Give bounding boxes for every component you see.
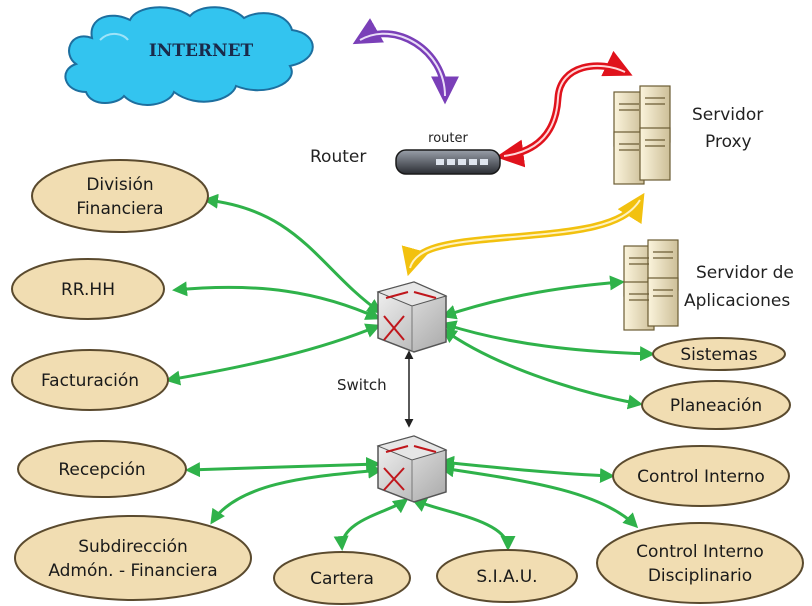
router-device-label: router [428, 131, 468, 146]
svg-text:Financiera: Financiera [76, 199, 163, 219]
svg-text:Recepción: Recepción [58, 460, 145, 480]
router-ports-icon [436, 159, 488, 165]
proxy-label-line2: Proxy [705, 132, 752, 152]
proxy-label-line1: Servidor [692, 105, 763, 125]
proxy-server-icon [613, 85, 671, 185]
svg-text:Cartera: Cartera [310, 569, 374, 589]
node-cartera: Cartera [273, 551, 411, 605]
upper-switch-icon [376, 281, 448, 353]
link-facturacion [165, 323, 381, 386]
lower-switch-icon [376, 435, 448, 503]
link-app-server [441, 275, 625, 320]
svg-text:Control Interno: Control Interno [636, 542, 764, 562]
node-control-disciplinario: Control Interno Disciplinario [596, 522, 804, 604]
link-division [203, 193, 383, 314]
node-subdireccion: Subdirección Admón. - Financiera [14, 515, 252, 601]
link-control-disciplinario [439, 462, 639, 529]
link-rrhh [172, 281, 381, 320]
app-server-label-line2: Aplicaciones [684, 291, 790, 311]
node-sistemas: Sistemas [652, 337, 786, 371]
node-recepcion: Recepción [17, 440, 187, 498]
svg-text:Planeación: Planeación [670, 396, 762, 416]
internet-cloud: INTERNET [64, 6, 314, 106]
proxy-switch-link [401, 192, 645, 277]
svg-text:Disciplinario: Disciplinario [648, 566, 752, 586]
svg-text:Subdirección: Subdirección [78, 537, 188, 557]
node-planeacion: Planeación [641, 380, 791, 430]
link-cartera [333, 498, 409, 551]
link-planeacion [441, 328, 643, 410]
svg-text:Sistemas: Sistemas [680, 345, 757, 365]
link-subdireccion [210, 463, 383, 525]
node-control-interno: Control Interno [612, 445, 790, 507]
svg-text:Facturación: Facturación [41, 371, 139, 391]
svg-text:División: División [86, 175, 153, 195]
node-facturacion: Facturación [11, 349, 169, 411]
router-label: Router [310, 147, 366, 167]
router-device: router [395, 131, 501, 175]
svg-text:RR.HH: RR.HH [61, 280, 115, 300]
internet-router-link [352, 18, 459, 105]
link-control-interno [439, 455, 615, 484]
svg-text:Admón. - Financiera: Admón. - Financiera [48, 561, 217, 581]
node-rrhh: RR.HH [11, 258, 165, 320]
link-siau [411, 498, 516, 551]
switch-label: Switch [337, 376, 387, 394]
node-siau: S.I.A.U. [436, 549, 578, 603]
cloud-label: INTERNET [149, 41, 254, 61]
link-recepcion [185, 456, 381, 478]
svg-text:Control Interno: Control Interno [637, 467, 765, 487]
svg-text:S.I.A.U.: S.I.A.U. [476, 567, 537, 587]
connectors [165, 18, 655, 551]
app-server-label-line1: Servidor de [696, 263, 794, 283]
app-server-icon [623, 239, 679, 331]
node-division-financiera: División Financiera [31, 159, 209, 233]
